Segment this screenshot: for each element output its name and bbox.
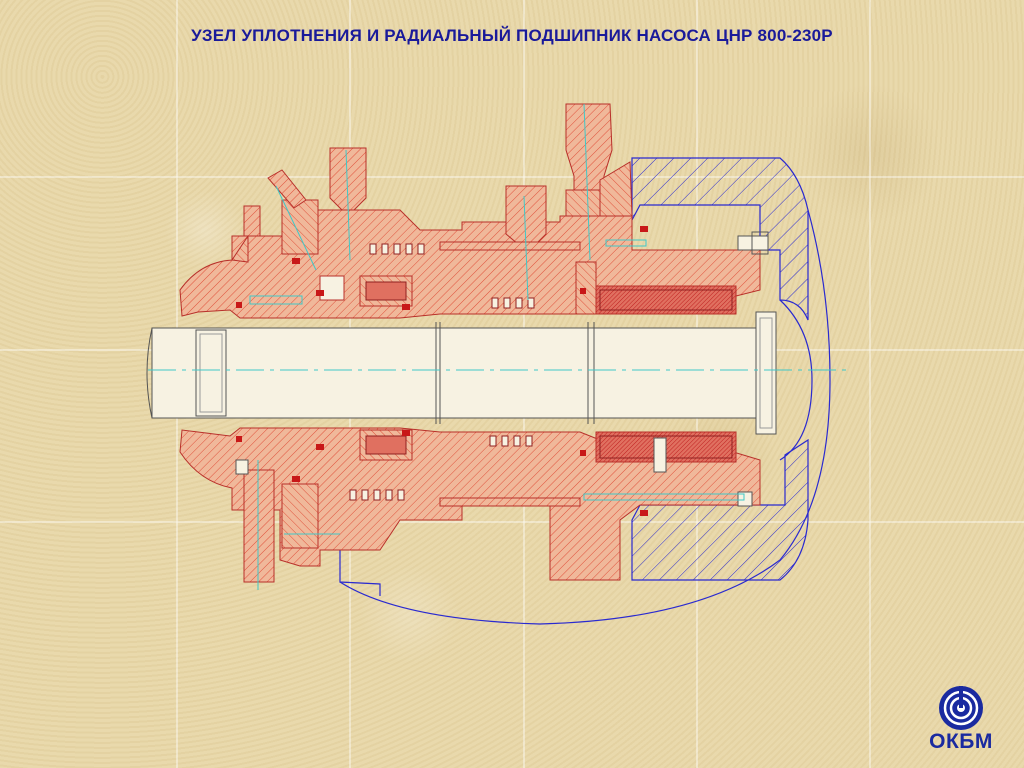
logo-text: ОКБМ	[929, 730, 993, 753]
pump-housing	[339, 157, 831, 625]
page-title: УЗЕЛ УПЛОТНЕНИЯ И РАДИАЛЬНЫЙ ПОДШИПНИК Н…	[191, 26, 833, 45]
okbm-logo: ОКБМ	[918, 684, 1004, 756]
okbm-logo-icon	[939, 686, 983, 730]
lower-seal-assembly	[179, 427, 761, 583]
shaft	[146, 311, 777, 435]
axis-lines	[148, 103, 850, 590]
seal-markers	[236, 226, 648, 516]
fittings	[249, 231, 769, 507]
